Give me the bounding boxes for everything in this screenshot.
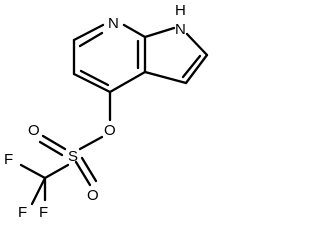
bond-c-f-left xyxy=(19,163,47,180)
bond-s-o-right-a xyxy=(74,160,92,187)
atom-n-pyridine: N xyxy=(108,15,119,32)
atom-h-pyrrole: H xyxy=(175,2,186,19)
bond-n7-c6 xyxy=(72,23,105,42)
bond-c-f-bottom-left xyxy=(30,176,47,206)
chemical-structure-diagram: N H N O S O O F F F xyxy=(4,2,209,220)
bond-s-o-left-a xyxy=(41,134,67,151)
atom-o-ester: O xyxy=(104,122,116,139)
atom-f-bottom-left: F xyxy=(18,204,27,220)
bond-n7-c6-inner xyxy=(78,31,104,48)
atom-labels: N H N O S O O F F F xyxy=(4,2,186,220)
bond-c7a-n7 xyxy=(122,23,147,39)
bond-n1-c2 xyxy=(185,32,209,57)
atom-f-left: F xyxy=(4,151,13,168)
molecule-drawing: N H N O S O O F F F xyxy=(4,2,209,220)
atom-f-bottom: F xyxy=(39,204,48,220)
bonds xyxy=(19,23,209,206)
bond-c2-c3-inner xyxy=(181,54,202,79)
bond-s-o-right-b xyxy=(80,156,98,183)
bond-c5-c4 xyxy=(72,72,112,94)
bond-s-c xyxy=(43,163,70,180)
bond-c7a-n1 xyxy=(143,26,176,39)
bond-o-s xyxy=(78,135,104,151)
atom-s-sulfur: S xyxy=(68,148,78,165)
bond-s-o-left-b xyxy=(38,140,64,157)
atom-o-sulfonyl-left: O xyxy=(28,122,40,139)
atom-n-pyrrole: N xyxy=(175,21,186,38)
atom-o-sulfonyl-right: O xyxy=(87,187,99,204)
bond-c3-c3a xyxy=(143,70,188,85)
bond-c2-c3 xyxy=(184,53,209,85)
bond-c5-c4-inner xyxy=(79,69,110,87)
bond-c4-c3a xyxy=(108,70,147,94)
